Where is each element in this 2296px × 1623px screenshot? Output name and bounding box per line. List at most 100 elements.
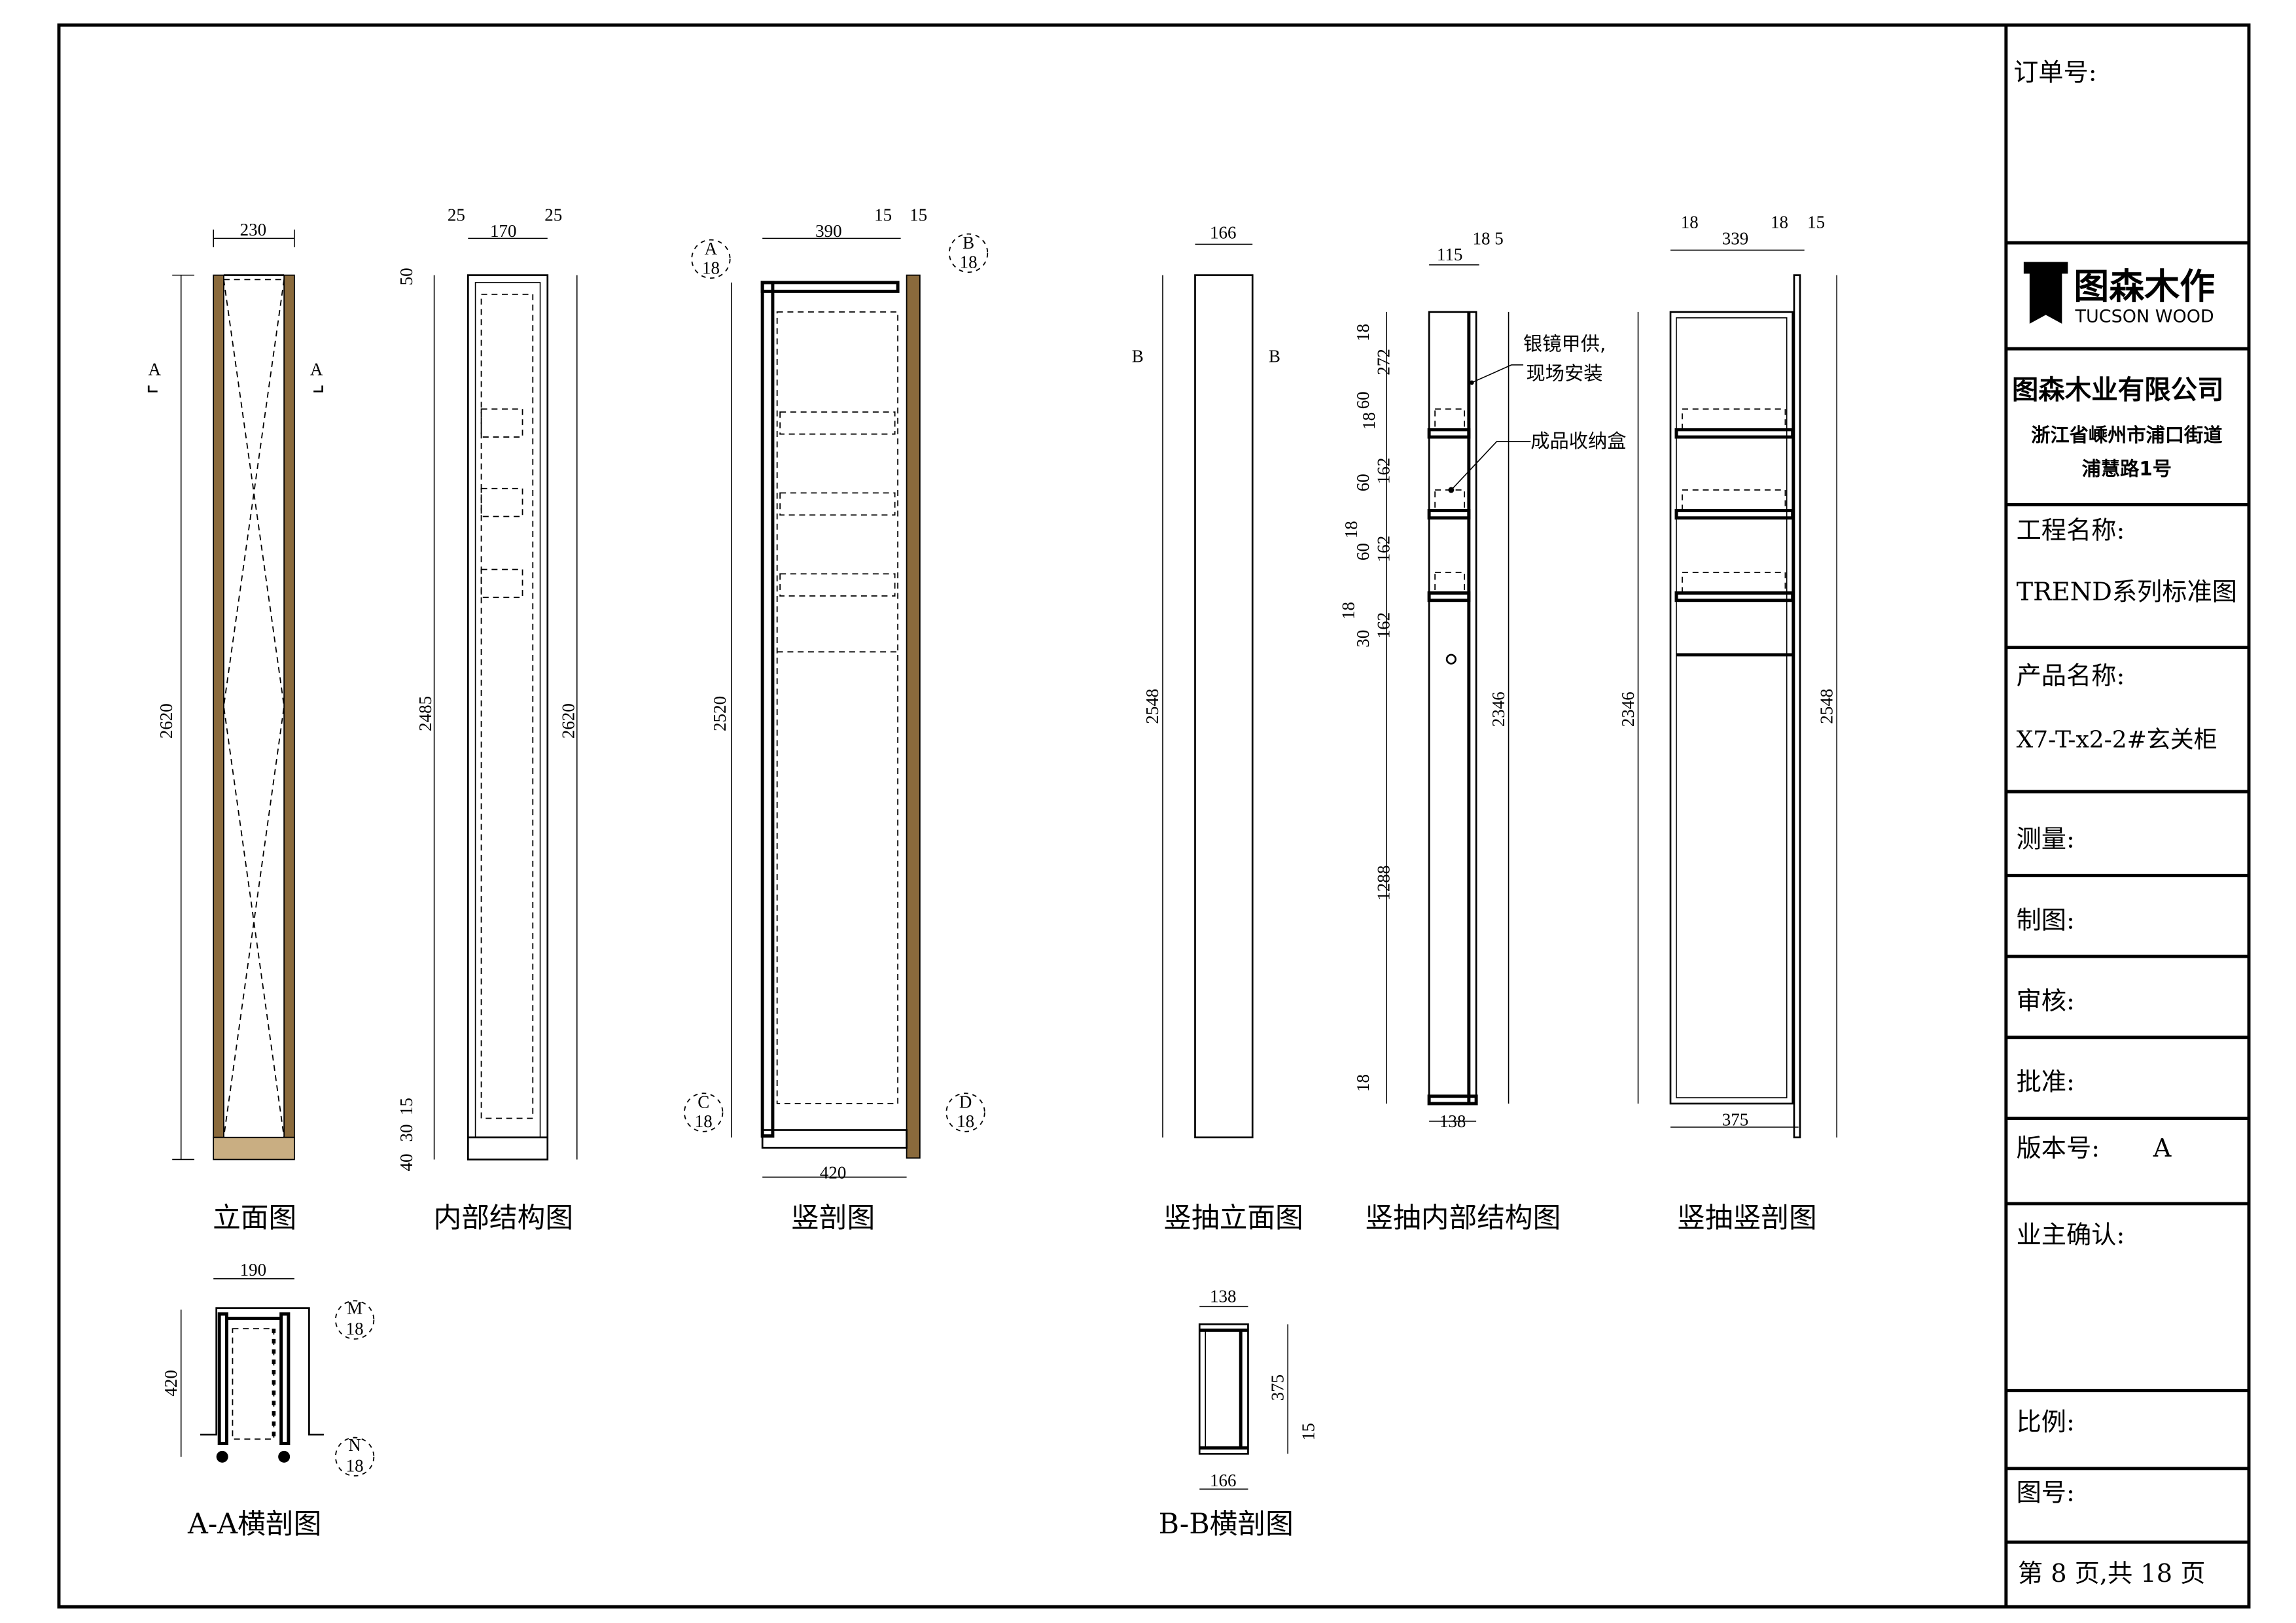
note-storage-box: 成品收纳盒	[1530, 430, 1626, 452]
order-no-label: 订单号:	[2013, 59, 2097, 88]
dim-depth: 375	[1267, 1374, 1287, 1401]
drawer-internal-view: 115 18 5 2346 18 272 60 18 162 60 18 162…	[1338, 228, 1626, 1234]
owner-confirm-label: 业主确认:	[2017, 1221, 2125, 1250]
svg-text:60: 60	[1353, 474, 1373, 491]
detail-callout-b: B18	[948, 233, 989, 273]
side-panel-left	[213, 274, 224, 1138]
svg-text:18: 18	[1341, 521, 1361, 538]
svg-text:60: 60	[1353, 543, 1373, 561]
page-info: 第 8 页,共 18 页	[2018, 1560, 2206, 1588]
dim-w1: 115	[1437, 245, 1462, 264]
svg-text:D: D	[959, 1092, 972, 1112]
dim-height: 2548	[1142, 689, 1162, 724]
detail-callout-m: M18	[334, 1299, 375, 1340]
view-title: B-B横剖图	[1159, 1508, 1294, 1541]
drawing-no-label: 图号:	[2017, 1478, 2075, 1507]
view-title: 竖剖图	[791, 1202, 875, 1234]
elevation-view: 230 2620 A A 立面图	[147, 220, 323, 1234]
dim-bottom: 166	[1210, 1471, 1236, 1490]
internal-structure-view: 25 170 25 50 2485 15 30 40 2620 内部结构图	[397, 205, 578, 1234]
dim-right: 25	[544, 205, 562, 224]
svg-text:M: M	[347, 1299, 362, 1318]
dim-t1: 18	[1681, 213, 1699, 232]
dim-width: 190	[240, 1260, 266, 1280]
section-mark-right: A	[310, 360, 323, 379]
measure-label: 测量:	[2017, 826, 2075, 854]
dim-bottom: 138	[1439, 1111, 1466, 1131]
draft-label: 制图:	[2017, 906, 2075, 935]
company-name: 图森木业有限公司	[2012, 374, 2224, 406]
vertical-section-view: 390 15 15 2520 420 A18 B18 C18 D18 竖剖图	[684, 205, 989, 1234]
drawer-section-view: 18 339 18 15 2346 2548 375 竖抽竖剖图	[1618, 213, 1837, 1234]
dim-right-height: 2548	[1816, 689, 1836, 724]
svg-text:162: 162	[1373, 458, 1393, 484]
detail-callout-n: N18	[334, 1435, 375, 1476]
dim-width: 390	[815, 221, 841, 241]
logo-mark-icon	[2023, 262, 2068, 324]
view-title: A-A横剖图	[187, 1508, 321, 1541]
dim-left-height: 2346	[1618, 691, 1638, 727]
dim-inner: 2485	[415, 696, 435, 731]
svg-text:30: 30	[1353, 630, 1373, 648]
dim-t2: 18	[1771, 213, 1788, 232]
dim-left: 25	[448, 205, 465, 224]
approve-label: 批准:	[2017, 1068, 2075, 1097]
project-label: 工程名称:	[2017, 516, 2125, 545]
dim-width: 339	[1722, 228, 1748, 248]
svg-text:60: 60	[1353, 391, 1373, 409]
svg-text:18: 18	[1353, 324, 1373, 341]
svg-text:18: 18	[1353, 1074, 1373, 1092]
drawer-elevation-view: 166 2548 B B 竖抽立面图	[1132, 222, 1303, 1234]
dim-b3: 40	[397, 1153, 416, 1171]
plinth	[213, 1136, 295, 1161]
svg-text:18: 18	[695, 1111, 713, 1131]
dim-b1: 15	[397, 1098, 416, 1115]
svg-text:18: 18	[1338, 602, 1358, 620]
dim-mid: 170	[490, 221, 516, 241]
svg-text:18: 18	[346, 1319, 364, 1338]
view-title: 立面图	[213, 1202, 296, 1234]
dim-d2: 15	[910, 205, 927, 224]
svg-text:B: B	[963, 233, 974, 253]
detail-callout-a: A18	[691, 239, 731, 279]
dim-d1: 15	[874, 205, 892, 224]
dim-t: 15	[1299, 1423, 1318, 1440]
project-value: TREND系列标准图	[2017, 578, 2237, 607]
view-title: 竖抽内部结构图	[1365, 1202, 1561, 1234]
sheet-border	[57, 23, 2251, 1609]
svg-text:18: 18	[957, 1111, 974, 1131]
svg-text:N: N	[348, 1435, 361, 1455]
svg-text:C: C	[698, 1092, 709, 1112]
section-mark-left: B	[1132, 346, 1144, 366]
dim-width: 166	[1210, 222, 1236, 242]
dim-height: 2620	[156, 703, 176, 739]
version-value: A	[2153, 1134, 2172, 1163]
dim-w2: 18 5	[1472, 228, 1503, 248]
svg-text:162: 162	[1373, 612, 1393, 638]
title-block: 订单号: 图森木作 TUCSON WOOD 图森木业有限公司 浙江省嵊州市浦口街…	[2005, 59, 2249, 1588]
detail-callout-c: C18	[684, 1092, 724, 1132]
svg-text:18: 18	[702, 258, 720, 277]
dim-t3: 15	[1807, 213, 1825, 232]
review-label: 审核:	[2017, 987, 2075, 1016]
section-mark-left: A	[148, 360, 161, 379]
logo-text-cn: 图森木作	[2074, 266, 2215, 307]
view-title: 内部结构图	[434, 1202, 574, 1234]
address-line2: 浦慧路1号	[2082, 458, 2172, 480]
svg-text:1288: 1288	[1373, 865, 1393, 901]
section-mark-right: B	[1269, 346, 1280, 366]
view-title: 竖抽竖剖图	[1677, 1202, 1817, 1234]
dim-height: 2346	[1489, 691, 1508, 727]
version-label: 版本号:	[2017, 1134, 2100, 1163]
svg-text:18: 18	[346, 1456, 364, 1475]
left-dims: 18 272 60 18 162 60 18 162 60 18 162 30 …	[1338, 324, 1393, 1092]
dim-depth: 420	[161, 1370, 181, 1396]
address-line1: 浙江省嵊州市浦口街道	[2031, 424, 2222, 446]
svg-text:A: A	[705, 239, 718, 258]
aa-section-view: 190 420 M18 N18 A-A横剖图	[161, 1260, 375, 1541]
product-value: X7-T-x2-2#玄关柜	[2017, 727, 2217, 754]
logo-text-en: TUCSON WOOD	[2075, 307, 2214, 327]
view-title: 竖抽立面图	[1163, 1202, 1303, 1234]
dim-depth: 420	[820, 1163, 846, 1183]
